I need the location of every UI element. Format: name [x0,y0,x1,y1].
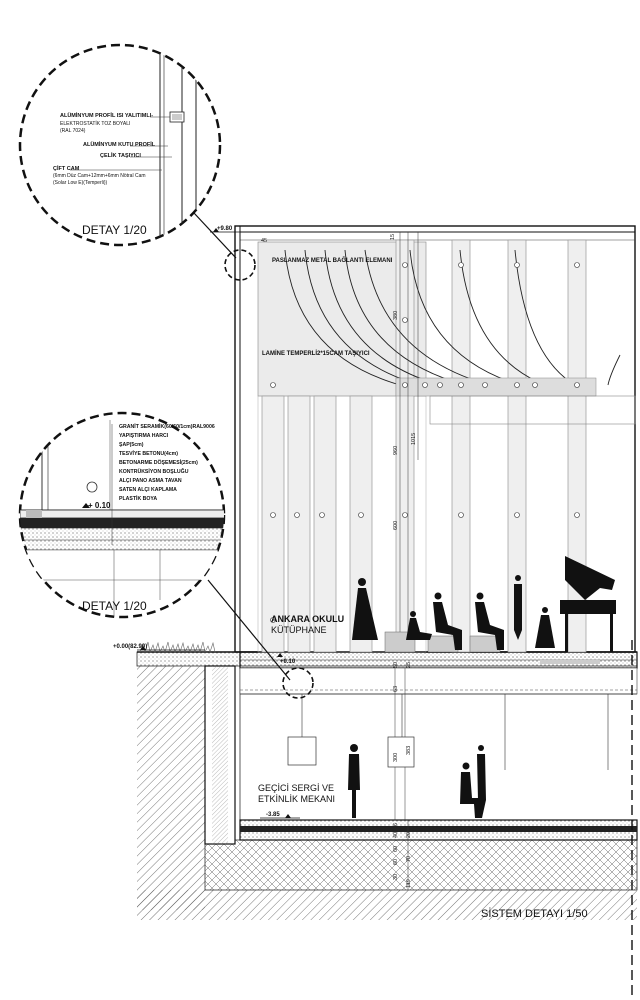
layer-1: GRANİT SERAMİK(60/60/1cm)RAL9006 [119,423,215,430]
dim: 45 [261,238,267,244]
detail-level-mid: + 0.10 [88,501,111,510]
basement-ceiling [240,693,637,770]
layer-5: BETONARME DÖŞEMESİ(25cm) [119,459,198,466]
label-powder-coated: ELEKTROSTATİK TOZ BOYALI [60,120,130,127]
dim: 1015 [411,433,417,445]
dim: 383 [406,746,412,755]
level-top: +9.80 [217,226,233,232]
dim: 380 [393,311,399,320]
dim: 6 [393,823,399,826]
dim: 20 [406,832,412,838]
label-glass-spec-2: (Solar Low E)(Temperli)) [53,180,108,186]
layer-8: SATEN ALÇI KAPLAMA [119,487,177,493]
space-lower-line-2: ETKİNLİK MEKANI [258,794,335,804]
layer-9: PLASTİK BOYA [119,495,157,502]
dim: 50 [393,662,399,668]
layer-3: ŞAP(5cm) [119,442,144,448]
dim: 960 [393,446,399,455]
basement-floor [239,819,638,841]
dim: 600 [393,521,399,530]
glass-facade [234,225,636,890]
detail-circle-top: ALÜMİNYUM PROFİL ISI YALITIMLI- ELEKTROS… [18,43,237,259]
label-aluminum-profile: ALÜMİNYUM PROFİL ISI YALITIMLI- [60,112,153,119]
dim: 25 [406,662,412,668]
layer-7: ALÇI PANO ASMA TAVAN [119,478,182,484]
layer-6: KONTRÜKSİYON BOŞLUĞU [119,467,189,475]
level-basement: -3.85 [266,812,280,818]
ground-floor-slab [239,651,638,695]
callout-circle-mid [282,667,314,699]
retaining-wall [204,665,241,845]
label-double-glass: ÇİFT CAM [53,165,80,172]
label-ral: (RAL 7024) [60,128,86,134]
layer-4: TESVİYE BETONU(4cm) [119,450,178,457]
dim: 300 [393,753,399,762]
dim: 70 [406,856,412,862]
level-markers: +9.80 +0.10 +0.00(82.90) -3.85 [113,226,300,819]
callout-circle-top [224,249,256,281]
level-ground: +0.00(82.90) [113,644,147,650]
dimensions: 45 15 380 960 1015 600 50 25 63 300 383 … [261,234,417,888]
dim: 119 [406,879,412,888]
dim: 15 [390,234,396,240]
people-silhouettes [348,556,616,818]
sheet-title: SİSTEM DETAYI 1/50 [481,907,588,920]
level-floor: +0.10 [280,659,296,665]
detail-circle-mid: GRANİT SERAMİK(60/60/1cm)RAL9006 YAPIŞTI… [18,411,291,681]
dim: 60 [393,859,399,865]
label-steel-carrier: ÇELİK TAŞIYICI [100,152,141,159]
space-upper-line-1: ANKARA OKULU [271,614,344,624]
space-upper-line-2: KÜTÜPHANE [271,625,327,635]
label-box-profile: ALÜMİNYUM KUTU PROFİL [83,141,156,148]
dim: 63 [393,686,399,692]
label-glass-spec: (6mm Düz Cam+12mm+6mm Nötral Cam [53,173,146,179]
label-glass-carrier: LAMİNE TEMPERLİ2*15CAM TAŞIYICI [262,350,370,357]
detail-title-mid: DETAY 1/20 [82,599,147,613]
dim: 40 [393,832,399,838]
dim: 30 [393,874,399,880]
dim: 60 [393,846,399,852]
detail-title-top: DETAY 1/20 [82,223,147,237]
layer-2: YAPIŞTIRMA HARCI [119,433,169,439]
space-lower-line-1: GEÇİCİ SERGİ VE [258,783,334,793]
label-bracket: PASLANMAZ METAL BAĞLANTI ELEMANI [272,256,393,264]
